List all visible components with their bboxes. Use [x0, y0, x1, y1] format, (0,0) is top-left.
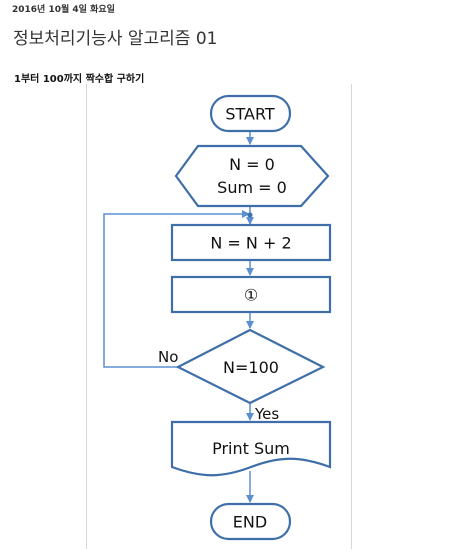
no-branch-label: No [158, 348, 178, 366]
post-title: 정보처리기능사 알고리즘 01 [13, 29, 218, 49]
end-label: END [233, 513, 267, 532]
condition-decision [175, 328, 326, 405]
init-preparation [174, 144, 330, 208]
increment-label: N = N + 2 [210, 234, 291, 253]
init-line-2: Sum = 0 [217, 178, 287, 197]
post-date: 2016년 10월 4일 화요일 [12, 5, 115, 15]
junction-dot [247, 212, 253, 218]
start-label: START [225, 105, 275, 124]
flowchart-diagram: START N = 0 Sum = 0 N = N + 2 ① N=100 No… [103, 94, 332, 541]
blank-label: ① [244, 286, 258, 305]
flowchart-image: START N = 0 Sum = 0 N = N + 2 ① N=100 No… [86, 84, 352, 549]
end-terminator [209, 502, 292, 541]
section-heading: 1부터 100까지 짝수합 구하기 [14, 74, 145, 85]
output-document [170, 420, 332, 477]
condition-label: N=100 [223, 358, 279, 377]
connector-no-loop [103, 210, 250, 368]
blank-process [170, 275, 332, 314]
start-terminator [209, 94, 292, 133]
increment-process [170, 223, 332, 262]
init-line-1: N = 0 [229, 155, 275, 174]
yes-branch-label: Yes [254, 405, 279, 423]
output-label: Print Sum [212, 439, 290, 458]
